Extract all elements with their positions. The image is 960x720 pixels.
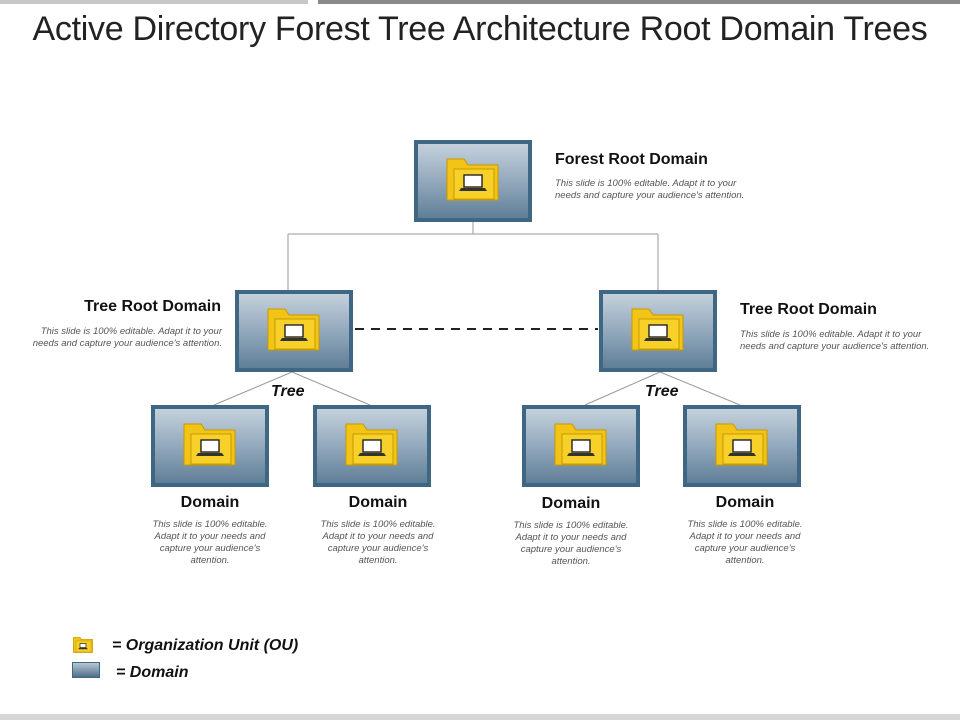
domain-2-heading: Domain <box>348 494 408 511</box>
domain-2-description: This slide is 100% editable. Adapt it to… <box>320 519 436 566</box>
folder-icon <box>631 308 684 351</box>
folder-icon <box>267 308 320 351</box>
tree-root-domain-box-right <box>599 290 717 372</box>
tree-label-right: Tree <box>645 383 679 400</box>
legend-folder-icon <box>73 637 93 653</box>
folder-icon <box>715 423 768 466</box>
top-accent-bar-right <box>318 0 960 4</box>
laptop-icon <box>728 439 756 456</box>
legend-domain-label: = Domain <box>116 664 189 681</box>
laptop-icon <box>358 439 386 456</box>
tree-root-domain-box-left <box>235 290 353 372</box>
page-title: Active Directory Forest Tree Architectur… <box>32 10 928 48</box>
domain-1-heading: Domain <box>180 494 240 511</box>
folder-icon <box>446 158 499 201</box>
domain-3-heading: Domain <box>541 495 601 512</box>
folder-icon <box>554 423 607 466</box>
tree-root-right-heading: Tree Root Domain <box>740 301 877 318</box>
domain-box-3 <box>522 405 640 487</box>
domain-box-1 <box>151 405 269 487</box>
connector-left-tree-b <box>291 371 371 406</box>
bottom-accent-bar <box>0 714 960 720</box>
laptop-icon <box>280 324 308 341</box>
top-accent-bar-left <box>0 0 308 4</box>
tree-label-left: Tree <box>271 383 305 400</box>
tree-root-left-heading: Tree Root Domain <box>84 298 221 315</box>
legend-domain-swatch <box>72 662 100 678</box>
forest-root-heading: Forest Root Domain <box>555 151 708 168</box>
laptop-icon <box>196 439 224 456</box>
connector-left-tree-a <box>213 371 293 406</box>
connector-right-tree-a <box>584 371 661 406</box>
domain-box-4 <box>683 405 801 487</box>
domain-box-2 <box>313 405 431 487</box>
forest-root-domain-box <box>414 140 532 222</box>
tree-root-left-description: This slide is 100% editable. Adapt it to… <box>32 326 222 349</box>
domain-1-description: This slide is 100% editable. Adapt it to… <box>152 519 268 566</box>
forest-root-description: This slide is 100% editable. Adapt it to… <box>555 178 745 201</box>
tree-root-right-description: This slide is 100% editable. Adapt it to… <box>740 329 930 352</box>
folder-icon <box>183 423 236 466</box>
laptop-icon <box>644 324 672 341</box>
folder-icon <box>345 423 398 466</box>
connector-right-tree-b <box>659 371 741 406</box>
laptop-icon <box>567 439 595 456</box>
legend-ou-label: = Organization Unit (OU) <box>112 637 299 654</box>
laptop-icon <box>459 174 487 191</box>
domain-3-description: This slide is 100% editable. Adapt it to… <box>513 520 629 567</box>
domain-4-description: This slide is 100% editable. Adapt it to… <box>687 519 803 566</box>
domain-4-heading: Domain <box>715 494 775 511</box>
